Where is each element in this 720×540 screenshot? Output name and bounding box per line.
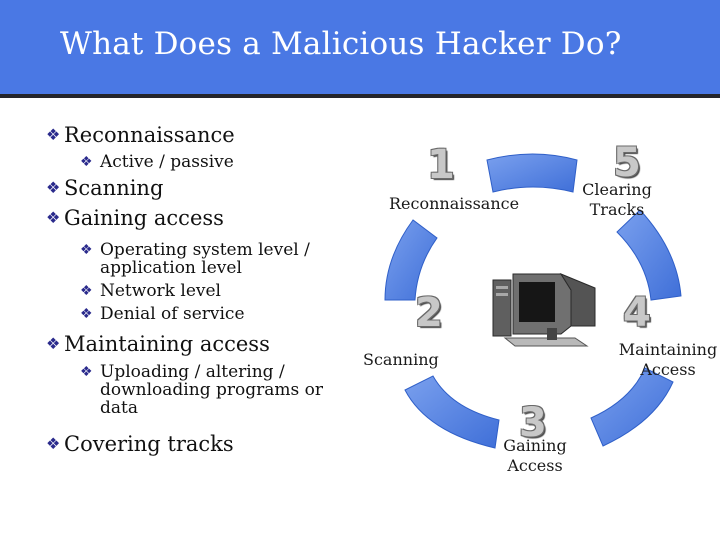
hacking-cycle-diagram: 1 5 2 4 3 Reconnaissance Clearing Tracks… [355,120,720,490]
cycle-arrow-top [487,154,577,192]
diamond-bullet-icon: ❖ [46,331,60,357]
sub-bullet-item: ❖ Active / passive [46,153,356,171]
diamond-bullet-icon: ❖ [80,363,93,381]
step-label-gaining-access: Gaining Access [495,436,575,476]
diamond-bullet-icon: ❖ [80,305,93,323]
cycle-arrow-right-upper [617,210,681,300]
bullet-text: Covering tracks [64,432,234,456]
sub-bullet-item: ❖ Uploading / altering / downloading pro… [46,363,356,417]
diamond-bullet-icon: ❖ [80,153,93,171]
diamond-bullet-icon: ❖ [46,205,60,231]
bullet-list: ❖ Reconnaissance ❖ Active / passive ❖ Sc… [46,118,356,457]
bullet-item: ❖ Scanning [46,175,356,201]
sub-bullet-text: Operating system level / application lev… [100,241,340,277]
slide-title: What Does a Malicious Hacker Do? [60,26,622,62]
sub-bullet-text: Network level [100,282,221,300]
bullet-text: Maintaining access [64,332,270,356]
sub-bullet-item: ❖ Network level [46,282,356,300]
step-number-1: 1 [427,142,455,188]
bullet-text: Scanning [64,176,163,200]
computer-icon [493,274,595,346]
diamond-bullet-icon: ❖ [80,282,93,300]
diamond-bullet-icon: ❖ [46,122,60,148]
sub-bullet-text: Denial of service [100,305,245,323]
bullet-item: ❖ Gaining access [46,205,356,231]
cycle-arrow-left-lower [405,376,499,448]
bullet-item: ❖ Reconnaissance [46,122,356,148]
bullet-text: Reconnaissance [64,123,235,147]
step-label-scanning: Scanning [363,350,439,370]
step-label-maintaining-access: Maintaining Access [613,340,720,380]
sub-bullet-text: Active / passive [100,153,234,171]
diamond-bullet-icon: ❖ [80,241,93,259]
step-label-reconnaissance: Reconnaissance [389,194,519,214]
bullet-text: Gaining access [64,206,224,230]
diamond-bullet-icon: ❖ [46,175,60,201]
step-number-4: 4 [623,290,651,336]
sub-bullet-text: Uploading / altering / downloading progr… [100,363,340,417]
cycle-arrow-left-upper [385,220,437,300]
sub-bullet-item: ❖ Operating system level / application l… [46,241,356,277]
sub-bullet-item: ❖ Denial of service [46,305,356,323]
step-number-2: 2 [415,290,443,336]
bullet-item: ❖ Covering tracks [46,431,356,457]
step-label-clearing-tracks: Clearing Tracks [581,180,653,220]
bullet-item: ❖ Maintaining access [46,331,356,357]
title-divider [0,94,720,98]
diamond-bullet-icon: ❖ [46,431,60,457]
